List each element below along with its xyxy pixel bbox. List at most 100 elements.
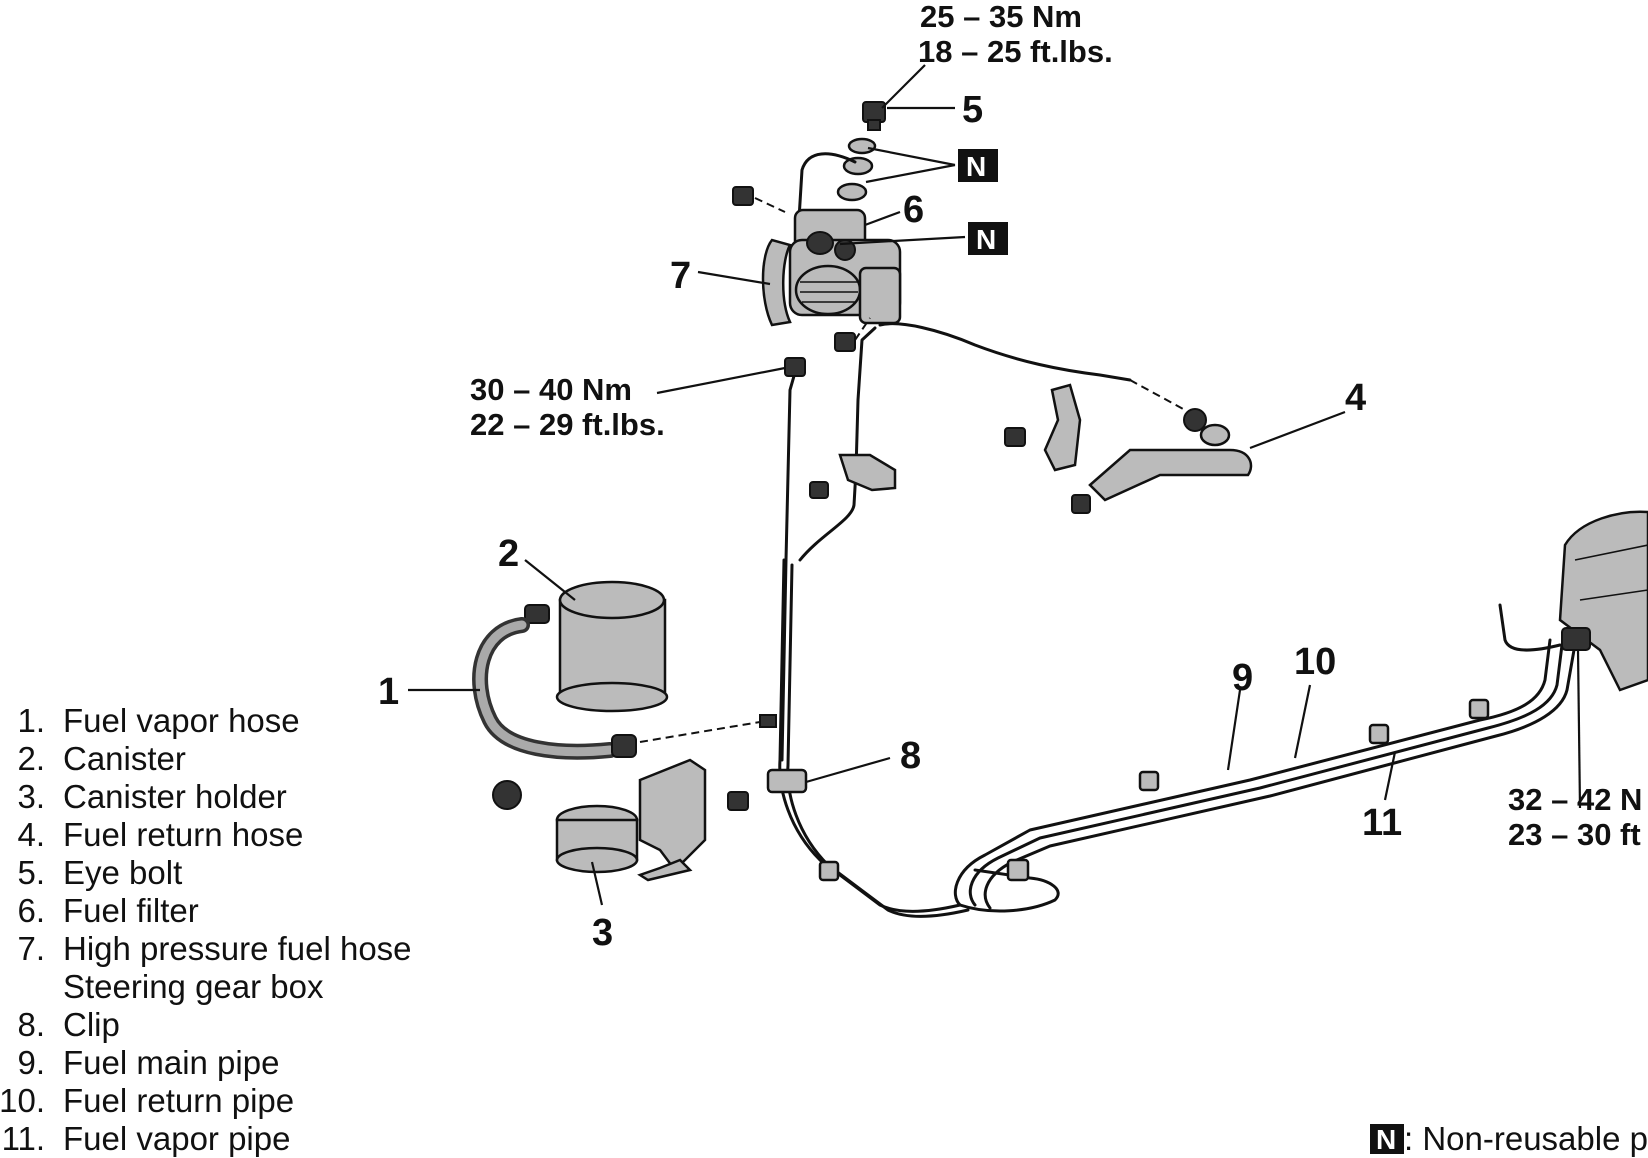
pipe-run-vertical-2 [786,563,970,918]
return-pipe-down [798,326,877,562]
legend-number: 9. [17,1044,45,1081]
leader-eye-bolt-torque [881,64,926,109]
callout-4: 4 [1345,377,1366,419]
eye-bolt-torque-ftlbs: 18 – 25 ft.lbs. [918,34,1113,69]
flare-nut-torque-ftlbs: 22 – 29 ft.lbs. [470,407,665,442]
callout-6: 6 [903,189,924,231]
leader-n-washer-top [867,146,956,167]
callout-11: 11 [1362,802,1402,844]
legend-label: Fuel return pipe [63,1082,294,1119]
leader-n-filter [839,235,966,246]
fuel-return-hose-part [1071,408,1253,514]
return-pipe-from-filter [878,322,1132,382]
legend-item: 1. Fuel vapor hose [17,702,299,739]
svg-text:N: N [966,151,986,182]
legend-label: High pressure fuel hose [63,930,412,967]
legend-number: 10. [0,1082,45,1119]
fuel-tank-part [1498,510,1648,692]
fuel-vapor-pipe-part [983,648,1576,910]
bracket-clip [809,453,897,499]
canister-holder-part [555,758,707,882]
nonreusable-key-text: : Non-reusable p [1404,1120,1648,1157]
legend-item: 8.Clip [17,1006,119,1043]
legend-item: 5.Eye bolt [17,854,182,891]
legend-number: 3. [17,778,45,815]
holder-mount-nut [492,780,522,810]
filter-inlet-loop [796,152,857,237]
legend-item: 2. Canister [17,740,185,777]
legend-label: Fuel vapor pipe [63,1120,290,1157]
nonreusable-key-symbol: N [1376,1124,1396,1155]
legend-item: 11. Fuel vapor pipe [2,1120,291,1157]
canister-hose-clamp [524,604,550,624]
fuel-return-pipe-part [968,643,1564,907]
legend-item: 3. Canister holder [17,778,286,815]
clip-mount-bolt [727,791,749,811]
legend-number: 1. [17,702,45,739]
high-pressure-hose-part [761,238,792,327]
callout-10: 10 [1294,641,1336,683]
leader-7 [697,270,771,286]
legend-item: 9. Fuel main pipe [17,1044,279,1081]
eye-bolt-torque-nm: 25 – 35 Nm [920,0,1082,34]
legend-number: 11. [2,1120,45,1157]
callout-9: 9 [1232,657,1253,699]
flare-nut [784,357,806,377]
legend-label: Fuel return hose [63,816,303,853]
nonreusable-key: N : Non-reusable p [1370,1120,1648,1157]
callout-2: 2 [498,533,519,575]
clip-part [766,768,808,794]
tank-connection-torque-nm: 32 – 42 N [1508,782,1642,817]
pipe-loop-under [958,868,1060,913]
legend-number: 8. [17,1006,45,1043]
filter-mount-bolt [732,186,786,213]
legend-number: 7. [17,930,45,967]
leader-4 [1249,410,1346,450]
leader-8 [805,756,891,784]
legend-number: 4. [17,816,45,853]
callout-3: 3 [592,912,613,954]
eye-bolt-part [862,101,886,131]
svg-text:N: N [976,224,996,255]
leader-n-washer-mid [865,163,956,184]
vapor-hose-clamp [611,714,777,758]
pipe-run-vertical [778,558,962,913]
leader-11 [1383,751,1397,801]
filter-bracket-bolt [834,317,871,352]
legend-label: Canister [63,740,186,777]
canister-part [555,580,669,713]
legend-item: Steering gear box [63,968,324,1005]
leader-flare-nut-torque [656,366,786,395]
fuel-filter-part [788,208,902,325]
leader-10 [1293,684,1312,759]
legend-label: Fuel filter [63,892,199,929]
callout-1: 1 [378,671,399,713]
return-hose-dashed-connection [1129,379,1186,411]
legend-number: 2. [17,740,45,777]
pipe-clamps [818,698,1490,882]
legend-label: Canister holder [63,778,287,815]
legend-label: Steering gear box [63,968,324,1005]
leader-3 [590,861,604,906]
callout-7: 7 [670,255,691,297]
legend-label: Fuel vapor hose [63,702,300,739]
leader-tank-torque [1576,649,1582,809]
legend-number: 6. [17,892,45,929]
legend-item: 4. Fuel return hose [17,816,303,853]
leader-9 [1226,689,1242,771]
washers [836,137,877,202]
legend-item: 7. High pressure fuel hose [17,930,411,967]
legend-label: Fuel main pipe [63,1044,279,1081]
tank-connection-torque-ftlbs: 23 – 30 ft [1508,817,1641,852]
leader-6 [864,210,901,227]
legend-number: 5. [17,854,45,891]
legend-item: 10. Fuel return pipe [0,1082,294,1119]
fuel-main-pipe-part [953,638,1552,907]
return-hose-bracket [1004,383,1082,472]
nonreusable-marker-2: N [968,222,1008,255]
fuel-vapor-hose-core [475,620,615,757]
callout-5: 5 [962,89,983,131]
flare-nut-torque-nm: 30 – 40 Nm [470,372,632,407]
parts-legend: 1. Fuel vapor hose 2. Canister 3. Canister ho… [0,702,412,1157]
